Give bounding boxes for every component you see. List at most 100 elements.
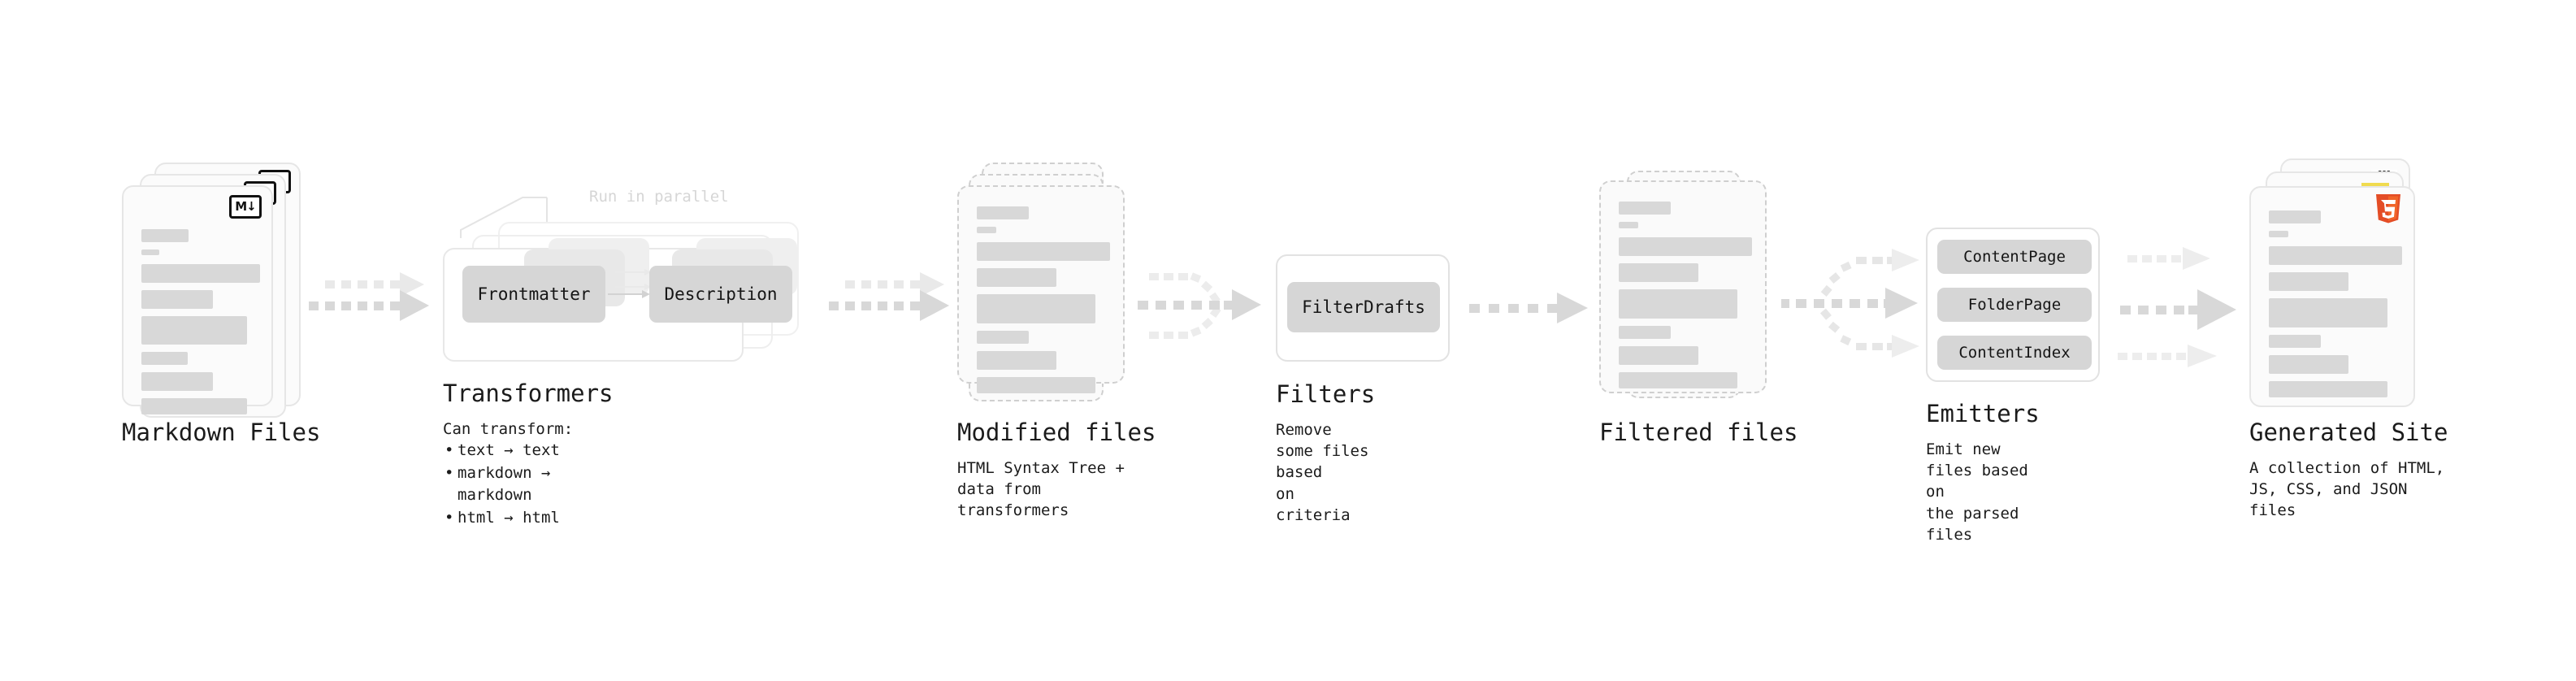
filtered-card-content <box>1619 202 1752 396</box>
modified-file-stack <box>957 163 1144 431</box>
filtered-files-caption: Filtered files <box>1599 419 1798 458</box>
pill-label: Description <box>664 284 778 304</box>
content-bar <box>2269 381 2387 397</box>
generated-card-content <box>2269 210 2402 405</box>
content-bar <box>977 227 996 233</box>
content-bar <box>1619 326 1671 339</box>
pill-label: FolderPage <box>1967 296 2062 314</box>
filters-box: FilterDrafts <box>1276 254 1450 362</box>
pill-label: ContentPage <box>1963 248 2066 266</box>
content-bar <box>977 242 1110 261</box>
content-bar <box>141 352 188 365</box>
pill-label: ContentIndex <box>1958 344 2071 362</box>
content-bar <box>1619 372 1737 388</box>
markdown-card-front: M↓ <box>122 185 273 414</box>
content-bar <box>977 294 1095 323</box>
content-bar <box>2269 335 2321 348</box>
content-bar <box>141 316 247 345</box>
transformers-caption: Transformers Can transform: text → text … <box>443 380 614 529</box>
generated-site-caption: Generated Site A collection of HTML, JS,… <box>2249 419 2448 522</box>
content-bar <box>2269 231 2288 237</box>
transformer-ghost-arrows <box>615 269 651 290</box>
markdown-files-caption: Markdown Files <box>122 419 320 458</box>
connector-emitters-to-site <box>2118 247 2236 367</box>
connector-filtered-to-emitters <box>1781 249 1919 358</box>
content-bar <box>2269 355 2348 374</box>
modified-card-front <box>957 185 1125 393</box>
content-bar <box>977 331 1029 344</box>
stage-title: Transformers <box>443 380 614 407</box>
markdown-badge-arrow: ↓ <box>246 199 257 214</box>
stage-title: Filtered files <box>1599 419 1798 446</box>
run-in-parallel-bracket <box>460 197 548 238</box>
content-bar <box>977 377 1095 393</box>
stage-modified-files: Modified files HTML Syntax Tree + data f… <box>957 163 1156 519</box>
content-bar <box>1619 346 1698 365</box>
content-bar <box>141 229 189 242</box>
emitter-pill-folderpage[interactable]: FolderPage <box>1937 288 2092 322</box>
filtered-card-front <box>1599 180 1767 393</box>
stage-subtitle: Remove some files based on criteria <box>1276 421 1369 524</box>
connector-markdown-to-transformers <box>309 272 429 321</box>
emitter-pill-contentindex[interactable]: ContentIndex <box>1937 336 2092 370</box>
markdown-badge-front: M↓ <box>229 195 262 219</box>
content-bar <box>2269 298 2387 327</box>
stage-title: Generated Site <box>2249 419 2448 446</box>
stage-title: Filters <box>1276 380 1376 408</box>
content-bar <box>141 264 260 283</box>
content-bar <box>141 249 159 255</box>
stage-subtitle: A collection of HTML, JS, CSS, and JSON … <box>2249 459 2445 520</box>
run-in-parallel-label: Run in parallel <box>589 188 729 206</box>
stage-title: Modified files <box>957 419 1156 446</box>
content-bar <box>977 268 1056 287</box>
content-bar <box>1619 222 1638 228</box>
markdown-card-content <box>141 229 260 422</box>
filters-caption: Filters Remove some files based on crite… <box>1276 380 1375 526</box>
content-bar <box>2269 272 2348 291</box>
content-bar <box>1619 237 1752 256</box>
pill-label: FilterDrafts <box>1302 297 1425 317</box>
bullet-item: html → html <box>445 507 614 530</box>
stage-subtitle: Emit new files based on the parsed files <box>1926 440 2028 544</box>
connector-transformers-to-modified <box>829 272 949 321</box>
content-bar <box>141 398 247 414</box>
markdown-file-stack: M↓ M↓ M↓ <box>122 163 309 431</box>
stage-subtitle: Can transform: <box>443 420 574 438</box>
content-bar <box>977 206 1029 219</box>
transformers-bullet-list: text → text markdown → markdown html → h… <box>443 440 614 529</box>
filter-pill-filterdrafts[interactable]: FilterDrafts <box>1287 282 1440 332</box>
transformer-arrow-frontmatter-to-description <box>608 290 650 298</box>
stage-subtitle: HTML Syntax Tree + data from transformer… <box>957 459 1125 520</box>
filtered-file-stack <box>1599 171 1786 431</box>
connector-filters-to-filtered <box>1469 293 1588 323</box>
stage-title: Emitters <box>1926 400 2040 427</box>
content-bar <box>1619 202 1671 215</box>
content-bar <box>977 351 1056 370</box>
bullet-item: text → text <box>445 440 614 462</box>
generated-card-html: HTML <box>2249 186 2415 407</box>
content-bar <box>2269 210 2321 223</box>
bullet-item: markdown → markdown <box>445 462 614 507</box>
content-bar <box>1619 263 1698 282</box>
transformer-pill-frontmatter[interactable]: Frontmatter <box>462 266 605 323</box>
stage-generated-site: CSS HTML <box>2249 158 2448 519</box>
markdown-badge-letter: M <box>235 199 247 214</box>
content-bar <box>2269 246 2402 265</box>
stage-filtered-files: Filtered files <box>1599 171 1798 446</box>
emitter-pill-contentpage[interactable]: ContentPage <box>1937 240 2092 274</box>
content-bar <box>141 290 213 309</box>
emitters-caption: Emitters Emit new files based on the par… <box>1926 400 2040 545</box>
pill-label: Frontmatter <box>477 284 591 304</box>
connector-modified-to-filters <box>1138 272 1261 339</box>
modified-files-caption: Modified files HTML Syntax Tree + data f… <box>957 419 1156 522</box>
content-bar <box>141 372 213 391</box>
transformer-pill-description[interactable]: Description <box>649 266 792 323</box>
emitters-box: ContentPage FolderPage ContentIndex <box>1926 228 2100 382</box>
stage-title: Markdown Files <box>122 419 321 446</box>
html5-shield-icon <box>2376 194 2400 223</box>
content-bar <box>1619 289 1737 319</box>
generated-file-stack: CSS HTML <box>2249 158 2436 427</box>
stage-markdown-files: M↓ M↓ M↓ <box>122 163 320 446</box>
modified-card-content <box>977 206 1110 401</box>
